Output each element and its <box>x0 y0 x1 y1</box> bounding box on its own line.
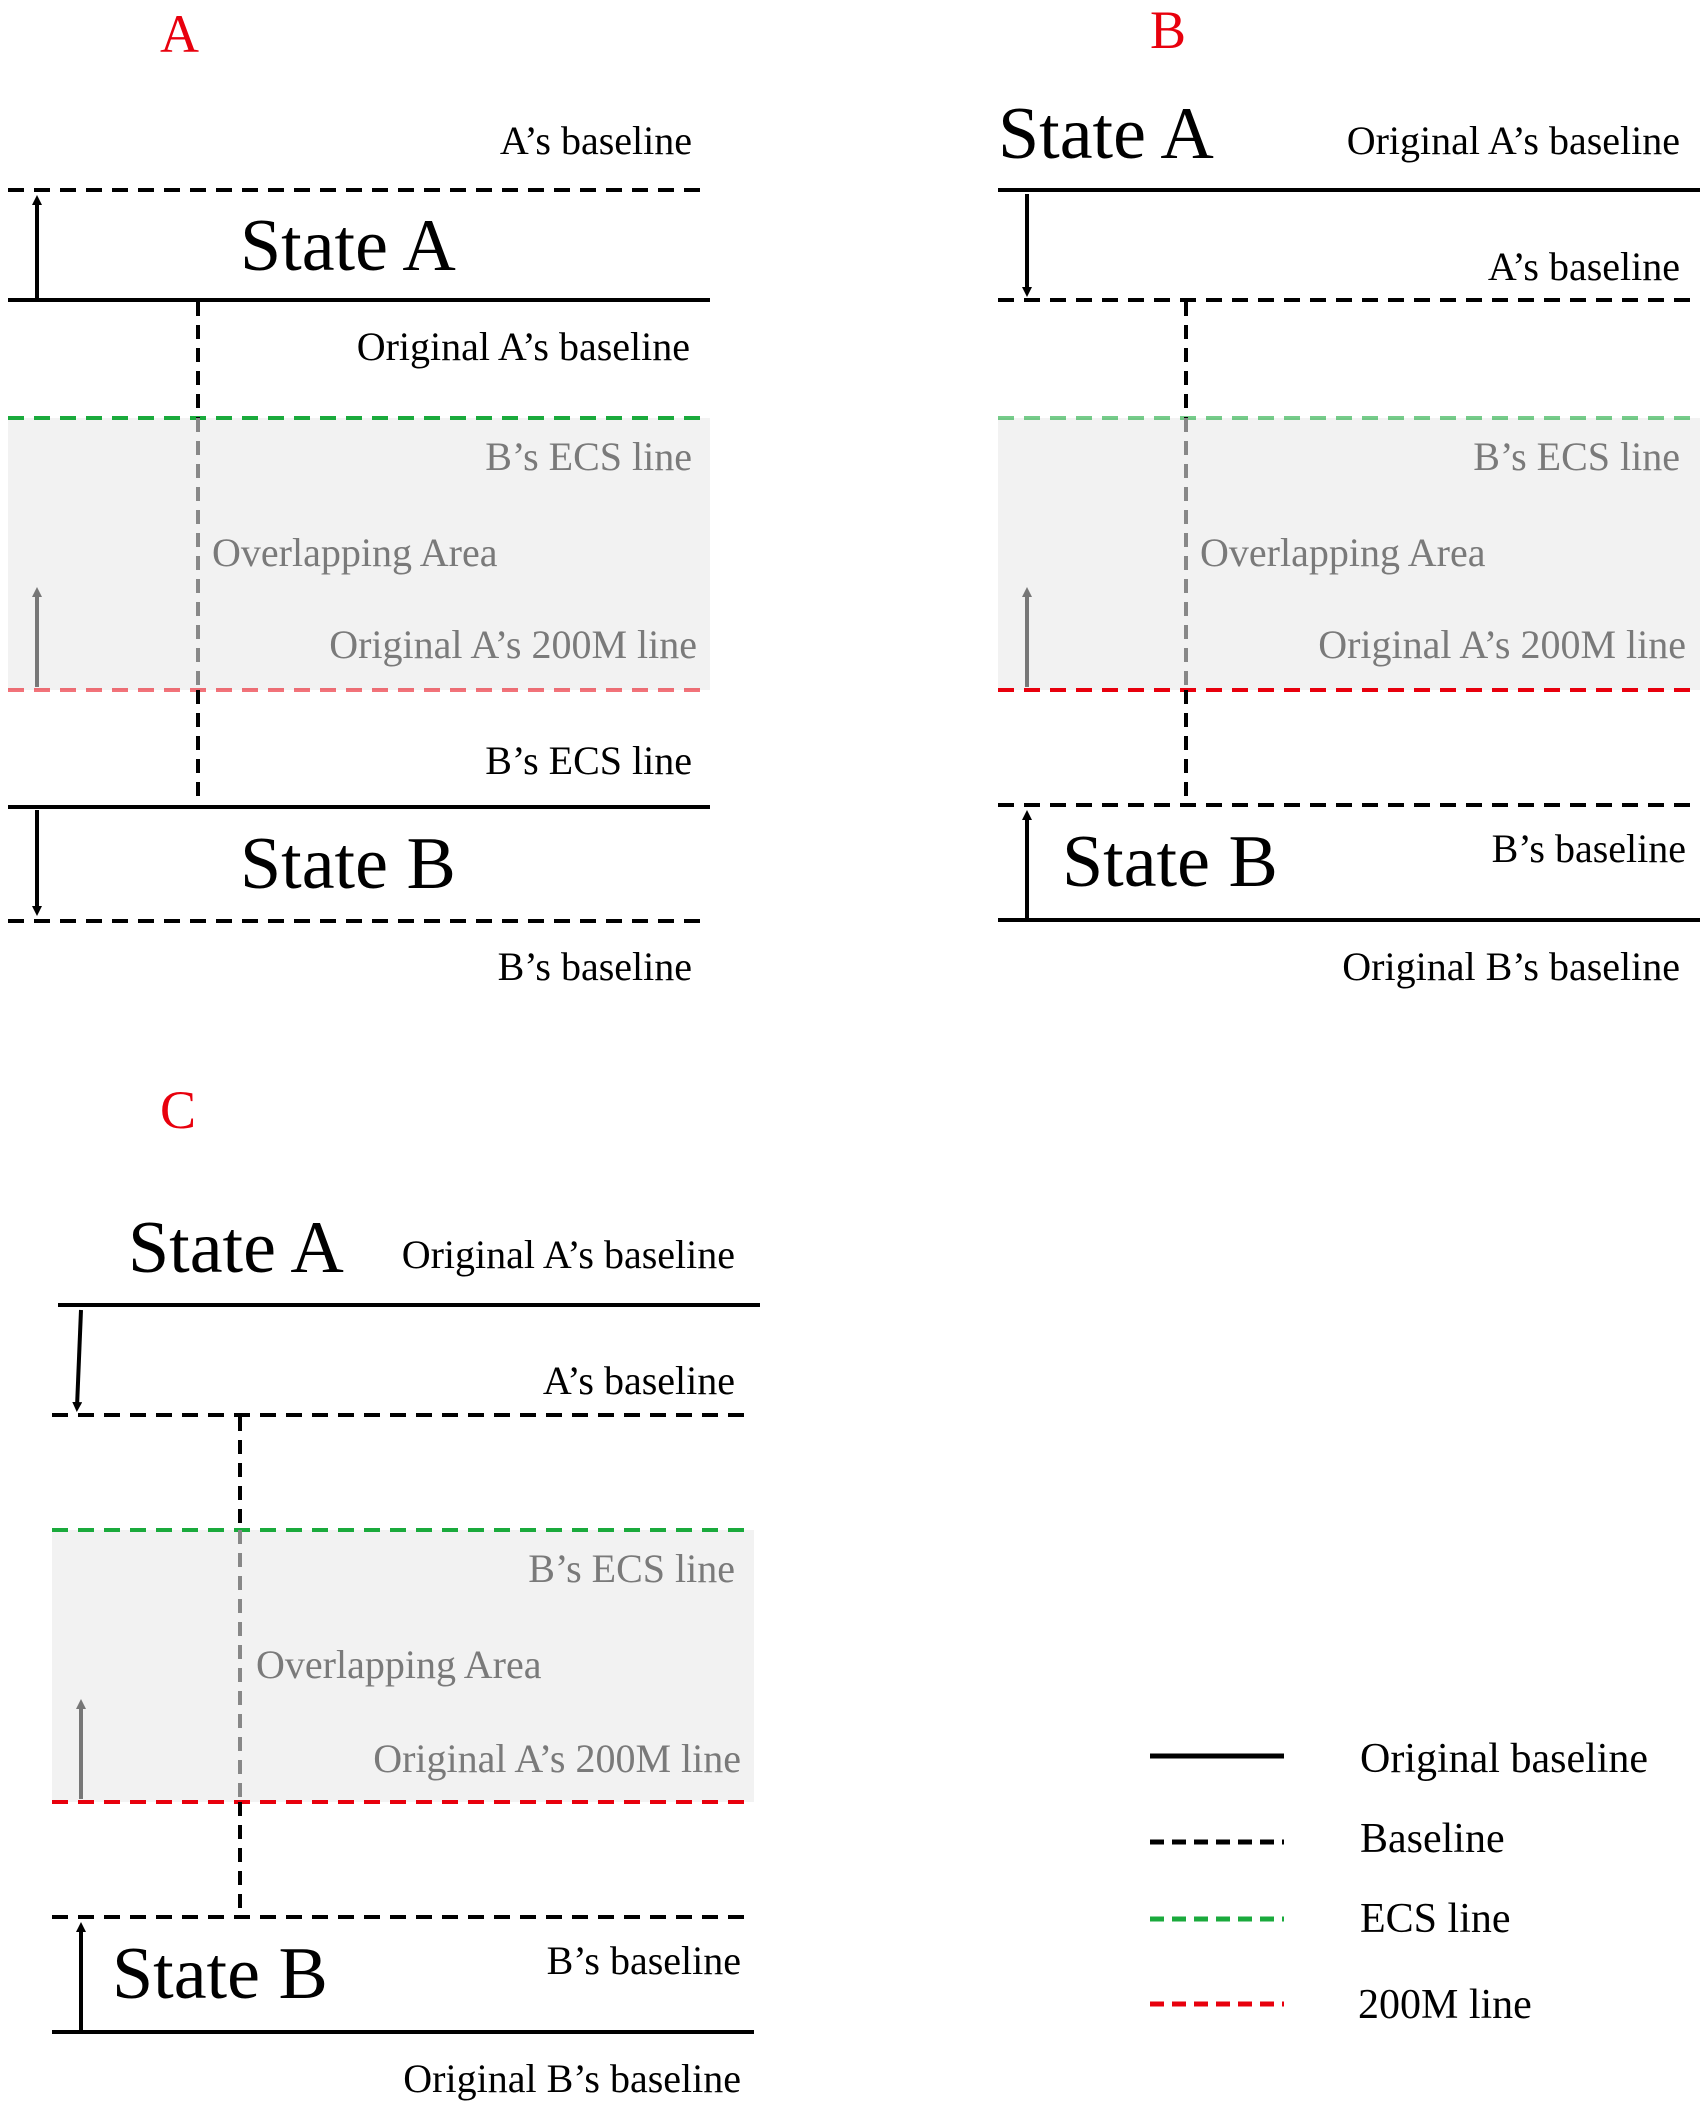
panel-b-letter: B <box>1150 0 1186 60</box>
panel-c-orig-a-200m-label: Original A’s 200M line <box>373 1736 741 1781</box>
panel-a-b-baseline-label: B’s baseline <box>498 944 692 989</box>
panel-a-b-ecs-inside-label: B’s ECS line <box>485 434 692 479</box>
panel-a: A A’s baseline State A Original A’s base… <box>8 4 710 989</box>
panel-b-a-baseline-label: A’s baseline <box>1488 244 1680 289</box>
panel-a-state-a: State A <box>240 205 456 287</box>
panel-c-state-a: State A <box>128 1207 344 1289</box>
panel-b-orig-b-baseline-label: Original B’s baseline <box>1342 944 1680 989</box>
panel-c-orig-b-baseline-label: Original B’s baseline <box>403 2056 741 2101</box>
panel-a-a-baseline-label: A’s baseline <box>500 118 692 163</box>
legend-label-original-baseline: Original baseline <box>1360 1736 1648 1782</box>
panel-c-b-ecs-label: B’s ECS line <box>528 1546 735 1591</box>
panel-c-arrow-down-icon <box>72 1309 83 1412</box>
panel-a-overlapping-area-label: Overlapping Area <box>212 530 498 575</box>
panel-c-letter: C <box>160 1080 196 1140</box>
panel-c-overlap-area <box>52 1530 754 1802</box>
panel-c: C State A Original A’s baseline A’s base… <box>52 1080 760 2101</box>
panel-b-overlapping-area-label: Overlapping Area <box>1200 530 1486 575</box>
panel-a-orig-a-baseline-label: Original A’s baseline <box>357 324 690 369</box>
panel-b-b-baseline-label: B’s baseline <box>1492 826 1686 871</box>
legend-label-baseline: Baseline <box>1360 1816 1505 1862</box>
panel-c-orig-a-baseline-label: Original A’s baseline <box>402 1232 735 1277</box>
panel-b-b-ecs-label: B’s ECS line <box>1473 434 1680 479</box>
legend-label-200m-line: 200M line <box>1358 1982 1532 2028</box>
panel-b-state-a: State A <box>998 93 1214 175</box>
panel-a-overlap-area <box>8 418 710 690</box>
legend: Original baseline Baseline ECS line 200M… <box>1150 1736 1648 2028</box>
panel-a-letter: A <box>160 4 199 64</box>
panel-c-b-baseline-label: B’s baseline <box>547 1938 741 1983</box>
panel-a-orig-a-200m-label: Original A’s 200M line <box>329 622 697 667</box>
panel-c-state-b: State B <box>112 1933 328 2015</box>
panel-b-orig-a-200m-label: Original A’s 200M line <box>1318 622 1686 667</box>
panel-c-a-baseline-label: A’s baseline <box>543 1358 735 1403</box>
panel-a-state-b: State B <box>240 823 456 905</box>
panel-c-overlapping-area-label: Overlapping Area <box>256 1642 542 1687</box>
panel-b-state-b: State B <box>1062 821 1278 903</box>
panel-b: B State A Original A’s baseline A’s base… <box>998 0 1700 989</box>
panel-b-orig-a-baseline-label: Original A’s baseline <box>1347 118 1680 163</box>
panel-b-overlap-area <box>998 418 1700 690</box>
panel-a-b-ecs-label: B’s ECS line <box>485 738 692 783</box>
legend-label-ecs-line: ECS line <box>1360 1896 1511 1942</box>
